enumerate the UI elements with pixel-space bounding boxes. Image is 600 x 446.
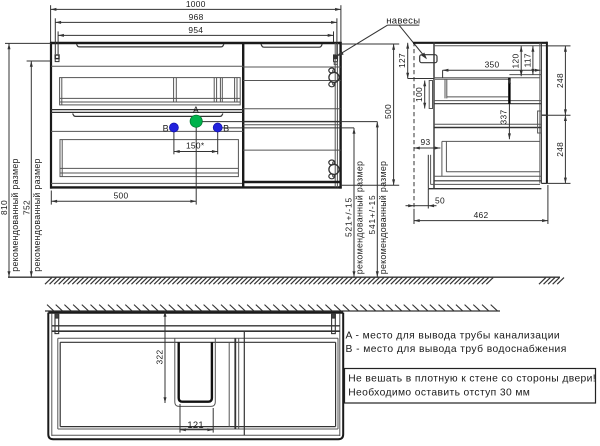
svg-text:93: 93 <box>421 137 431 147</box>
svg-text:500: 500 <box>383 104 393 119</box>
svg-text:500: 500 <box>114 190 129 200</box>
svg-text:A - место для вывода трубы кан: A - место для вывода трубы канализации <box>346 330 561 342</box>
svg-text:248: 248 <box>555 142 565 157</box>
svg-text:B - место для вывода труб водо: B - место для вывода труб водоснабжения <box>346 343 567 355</box>
svg-text:120: 120 <box>511 54 521 69</box>
svg-text:521+/-15: 521+/-15 <box>344 197 354 237</box>
svg-text:рекомендованный размер: рекомендованный размер <box>355 161 365 274</box>
svg-text:350: 350 <box>485 60 500 70</box>
svg-text:752: 752 <box>21 200 31 215</box>
svg-text:121: 121 <box>187 419 204 430</box>
svg-text:954: 954 <box>188 25 203 35</box>
svg-text:A: A <box>193 105 199 115</box>
svg-text:рекомендованный размер: рекомендованный размер <box>32 158 42 271</box>
svg-text:рекомендованный размер: рекомендованный размер <box>378 161 388 274</box>
svg-text:462: 462 <box>474 210 489 220</box>
svg-text:810: 810 <box>0 200 9 215</box>
svg-text:Необходимо оставить отступ 30: Необходимо оставить отступ 30 мм <box>348 387 530 399</box>
svg-text:541+/-15: 541+/-15 <box>367 194 377 234</box>
svg-text:127: 127 <box>397 53 407 68</box>
svg-text:150*: 150* <box>186 140 205 150</box>
svg-text:337: 337 <box>499 110 509 125</box>
svg-text:рекомендованный размер: рекомендованный размер <box>10 158 20 271</box>
svg-text:968: 968 <box>189 12 204 22</box>
svg-text:117: 117 <box>522 53 532 67</box>
svg-text:навесы: навесы <box>386 15 420 26</box>
svg-text:B: B <box>163 123 169 133</box>
svg-text:Не вешать в плотную к стене со: Не вешать в плотную к стене со стороны д… <box>348 374 596 385</box>
svg-text:1000: 1000 <box>186 0 206 9</box>
svg-text:50: 50 <box>435 196 445 206</box>
svg-text:322: 322 <box>154 350 164 365</box>
svg-text:100: 100 <box>414 87 424 102</box>
svg-text:248: 248 <box>555 73 565 88</box>
